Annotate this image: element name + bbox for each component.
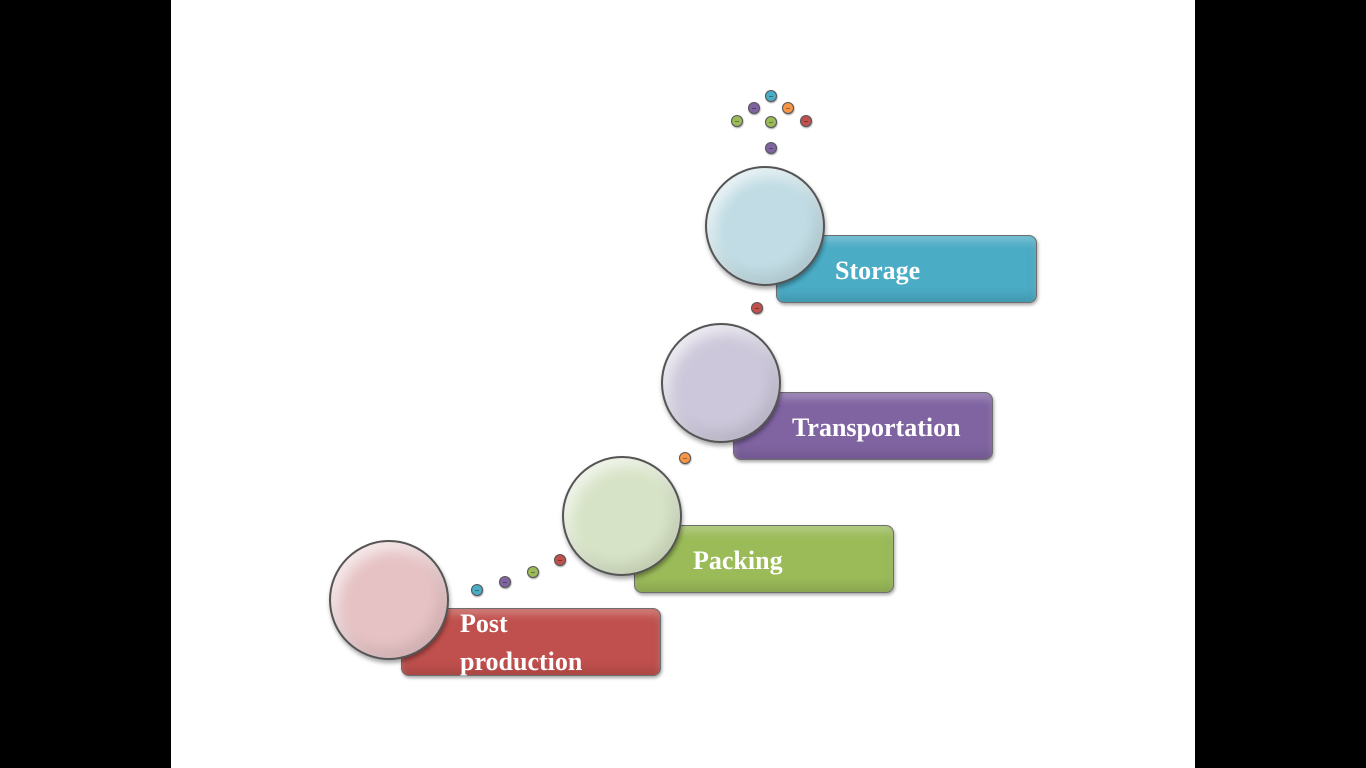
- arrow-dot: [731, 115, 743, 127]
- step-box-transportation: Transportation: [733, 392, 993, 460]
- arrow-dot: [782, 102, 794, 114]
- step-box-packing: Packing: [634, 525, 894, 593]
- step-label-transportation: Transportation: [792, 409, 961, 447]
- step-label-line: production: [460, 647, 583, 676]
- connector-dot: [527, 566, 539, 578]
- step-label-storage: Storage: [835, 252, 920, 290]
- connector-dot: [499, 576, 511, 588]
- step-label-line: Post: [460, 609, 508, 638]
- arrow-dot: [748, 102, 760, 114]
- step-box-post-production: Post production: [401, 608, 661, 676]
- arrow-dot: [765, 116, 777, 128]
- step-label-line: Transportation: [792, 413, 961, 442]
- connector-dot: [554, 554, 566, 566]
- step-circle-post-production: [329, 540, 449, 660]
- step-label-line: Storage: [835, 256, 921, 285]
- arrow-dot: [765, 142, 777, 154]
- step-circle-transportation: [661, 323, 781, 443]
- slide: Post production Packing Transportation S…: [171, 0, 1195, 768]
- connector-dot: [471, 584, 483, 596]
- step-label-line: Packing: [693, 546, 783, 575]
- step-label-post-production: Post production: [460, 605, 582, 681]
- arrow-dot: [800, 115, 812, 127]
- arrow-dot: [765, 90, 777, 102]
- step-circle-packing: [562, 456, 682, 576]
- connector-dot: [679, 452, 691, 464]
- step-circle-storage: [705, 166, 825, 286]
- step-label-packing: Packing: [693, 542, 783, 580]
- connector-dot: [751, 302, 763, 314]
